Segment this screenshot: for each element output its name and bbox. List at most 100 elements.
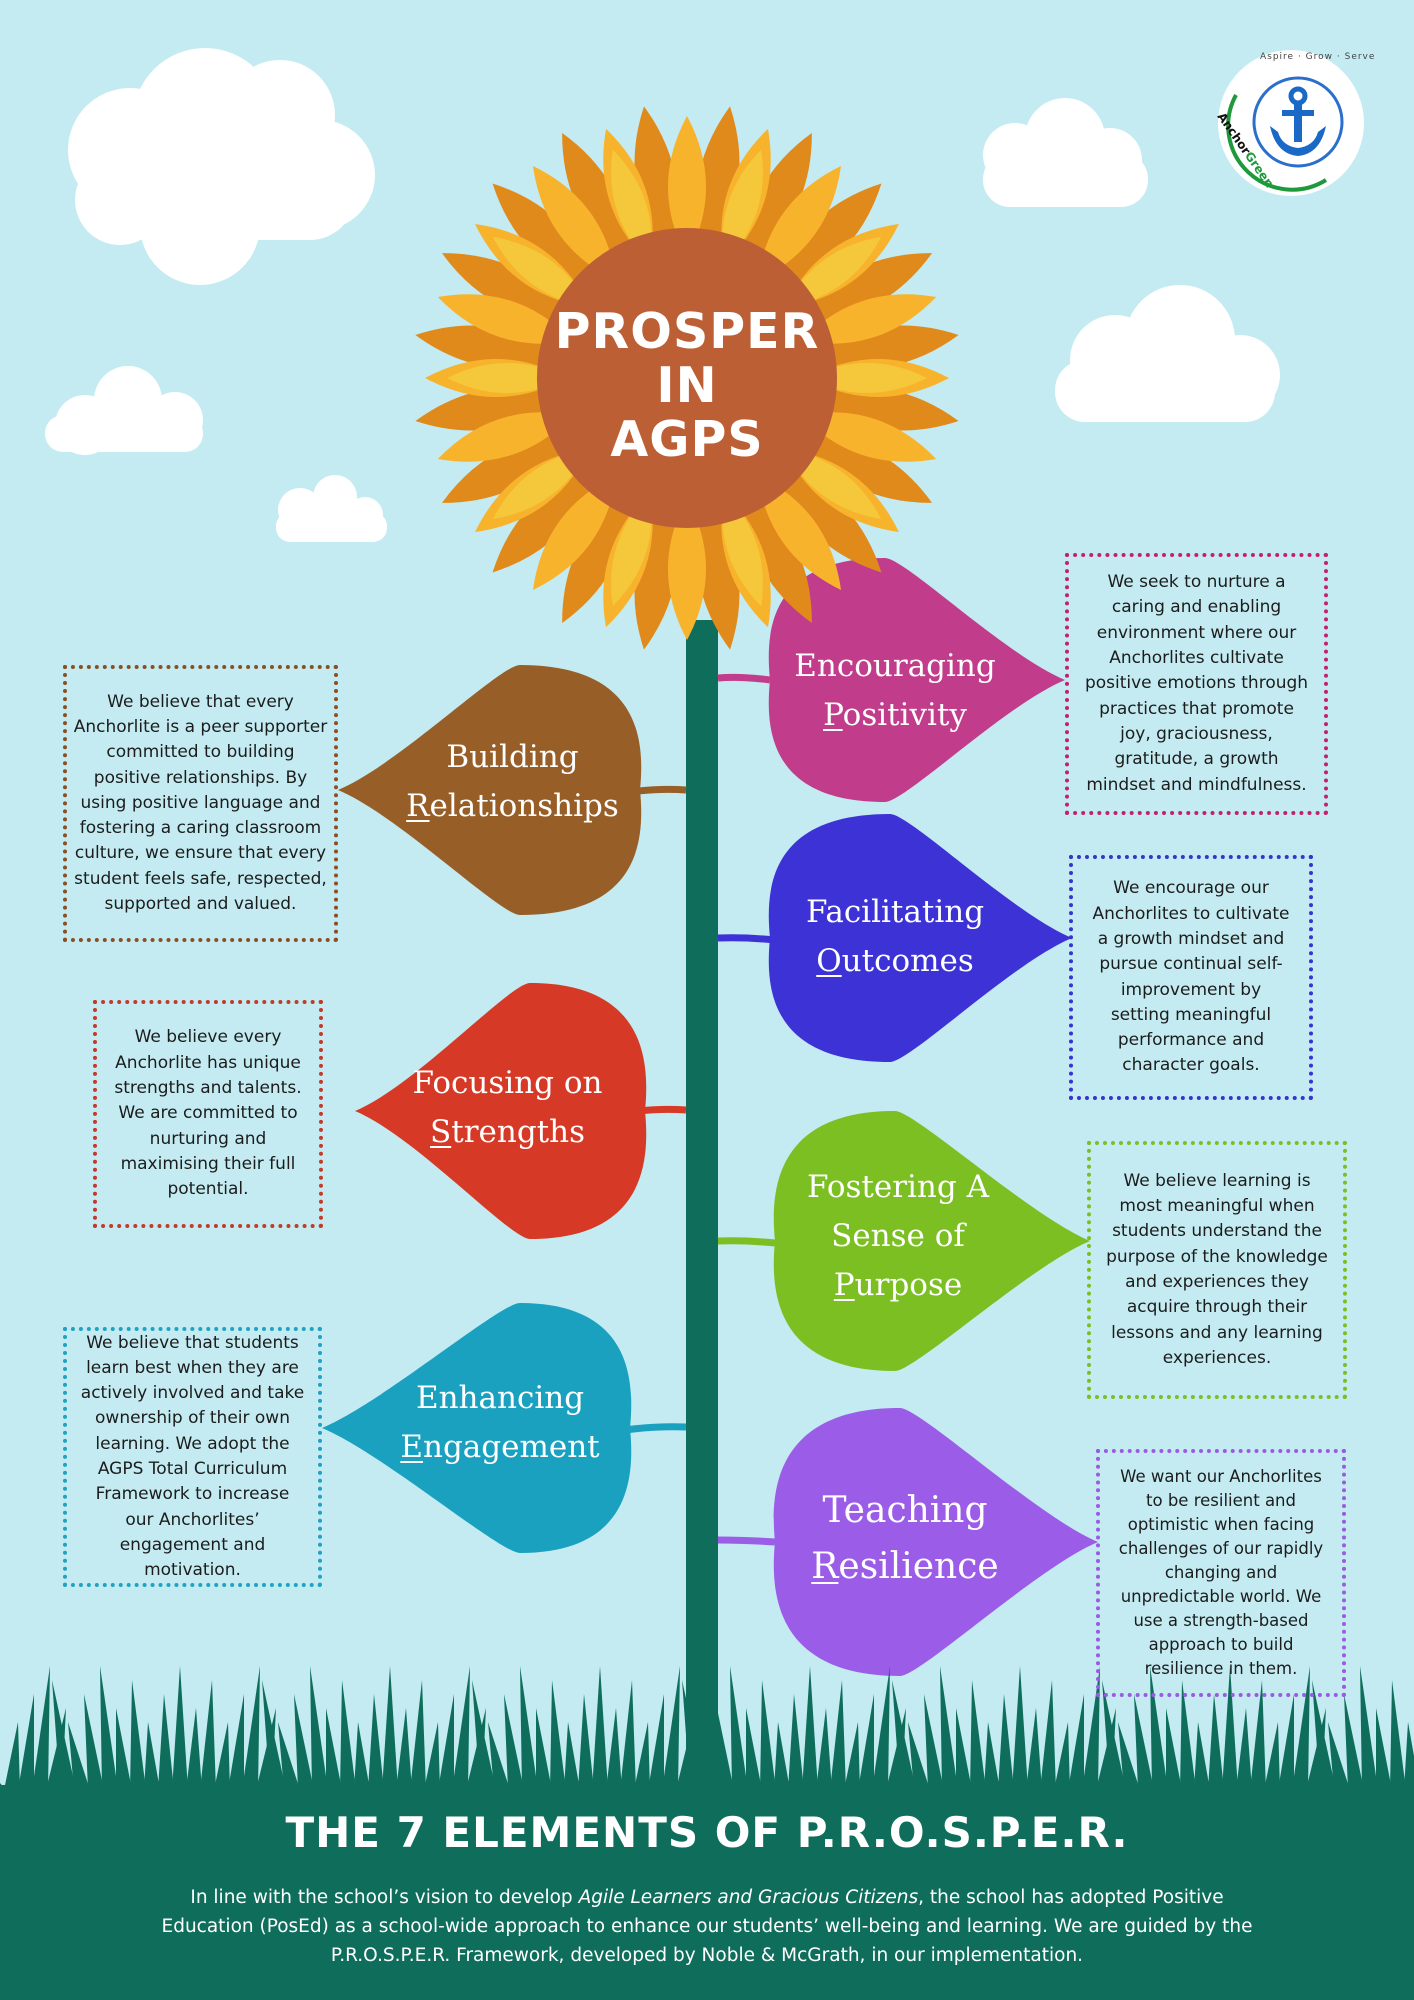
grass-blade — [452, 1666, 470, 1790]
sunflower-petal — [634, 106, 678, 260]
grass-blade — [1328, 1722, 1350, 1790]
leaf-branches — [624, 673, 776, 1546]
leaf-line1: Fostering A — [807, 1169, 989, 1205]
description-teaching-resilience: We want our Anchorlites to be resilient … — [1096, 1449, 1346, 1697]
grass-blade — [1404, 1722, 1414, 1790]
sunflower-petal — [741, 132, 812, 272]
leaf-line1: Teaching — [822, 1490, 988, 1531]
description-text: We believe that students learn best when… — [80, 1332, 305, 1581]
grass-blade — [648, 1694, 664, 1790]
sunflower-petal — [668, 116, 706, 258]
school-logo: Aspire · Grow · Serve AnchorGreen — [1215, 50, 1374, 196]
leaf-line1: Encouraging — [794, 648, 996, 684]
footer-text-after: , the school has adopted Positive Educat… — [161, 1887, 1253, 1966]
description-text: We believe every Anchorlite has unique s… — [114, 1027, 302, 1200]
leaf-first-letter-2: R — [811, 1546, 839, 1587]
grass-blade — [0, 1782, 6, 1790]
sunflower-petal — [492, 462, 603, 573]
grass-blade — [1134, 1694, 1154, 1790]
grass-blade — [592, 1666, 608, 1790]
leaf-label-teaching-resilience: Teaching Resilience — [780, 1483, 1030, 1595]
grass-blade — [368, 1694, 384, 1790]
cloud-right-top — [983, 98, 1148, 207]
grass-blade — [4, 1722, 20, 1790]
grass-blade — [662, 1666, 680, 1790]
sunflower-petal — [696, 496, 740, 650]
anchor-icon — [1270, 86, 1326, 156]
grass-blade — [760, 1680, 776, 1790]
leaf-line1: Enhancing — [415, 1380, 585, 1416]
grass-blade — [1082, 1666, 1100, 1790]
grass-blade — [984, 1722, 1000, 1790]
sunflower-petal — [757, 166, 841, 281]
grass-blade — [844, 1722, 860, 1790]
leaf-line1: uilding — [469, 739, 579, 775]
footer-text-italic: Agile Learners and Gracious Citizens — [578, 1887, 919, 1908]
leaf-enhancing-engagement — [322, 1303, 632, 1553]
center-title-line1: PROSPER — [554, 303, 820, 360]
grass-blade — [1264, 1722, 1280, 1790]
sunflower-petal — [801, 294, 937, 344]
grass-blade — [1250, 1680, 1266, 1790]
leaf-line2: utcomes — [841, 943, 974, 979]
flower-stem — [686, 620, 718, 1860]
sunflower-petal — [668, 498, 706, 640]
leaf-encouraging-positivity — [768, 558, 1065, 802]
sunflower-petal — [793, 432, 933, 503]
grass-blade — [682, 1680, 706, 1790]
leaf-line2: trengths — [451, 1114, 585, 1150]
description-text: We want our Anchorlites to be resilient … — [1118, 1467, 1324, 1678]
grass-blade — [892, 1680, 916, 1790]
leaf-line-mid: Sense of — [831, 1218, 965, 1254]
grass-blade — [788, 1694, 804, 1790]
footer-text: In line with the school’s vision to deve… — [160, 1883, 1254, 1970]
center-title-line3: AGPS — [610, 411, 764, 468]
sunflower-petal — [533, 475, 617, 590]
cloud-right-mid — [1055, 285, 1280, 422]
sunflower-petal — [437, 294, 573, 344]
grass-blade — [1390, 1680, 1406, 1790]
grass-blade — [340, 1680, 356, 1790]
sunflower-petal — [805, 387, 959, 431]
description-text: We encourage our Anchorlites to cultivat… — [1092, 878, 1290, 1076]
leaf-first-letter-2: P — [823, 697, 843, 733]
grass-blade — [144, 1722, 160, 1790]
description-focusing-on-strengths: We believe every Anchorlite has unique s… — [93, 1000, 323, 1228]
leaf-label-fostering-purpose: Fostering A Sense of Purpose — [778, 1163, 1018, 1310]
grass-blade — [354, 1722, 370, 1790]
grass-blade — [606, 1708, 622, 1790]
sunflower-petal — [757, 475, 841, 590]
grass-blade — [488, 1722, 510, 1790]
leaf-teaching-resilience — [773, 1408, 1098, 1676]
leaf-line2: ositivity — [842, 697, 967, 733]
sunflower-petal — [771, 462, 882, 573]
grass-blade — [1054, 1722, 1070, 1790]
sunflower-petal — [771, 183, 882, 294]
grass-blade — [956, 1708, 972, 1790]
sunflower-petal — [437, 412, 573, 462]
grass-blade — [1026, 1708, 1042, 1790]
sunflower-petal — [793, 253, 933, 324]
sunflower-petal — [441, 432, 581, 503]
grass-blade — [396, 1708, 412, 1790]
sunflower-petal — [696, 106, 740, 260]
leaf-first-letter: B — [446, 739, 470, 775]
grass-blade — [172, 1666, 188, 1790]
description-facilitating-outcomes: We encourage our Anchorlites to cultivat… — [1069, 855, 1313, 1100]
leaf-label-focusing-on-strengths: Focusing on Strengths — [385, 1059, 630, 1157]
grass-blade — [84, 1694, 104, 1790]
grass-blade — [1166, 1708, 1182, 1790]
grass-blade — [1068, 1694, 1084, 1790]
grass-blade — [830, 1680, 846, 1790]
leaf-label-building-relationships: Building Relationships — [380, 733, 645, 831]
grass-blade — [634, 1722, 650, 1790]
grass-blade — [940, 1666, 958, 1790]
grass-blade — [730, 1666, 748, 1790]
description-enhancing-engagement: We believe that students learn best when… — [63, 1327, 322, 1587]
grass-blade — [802, 1666, 818, 1790]
center-title: PROSPER IN AGPS — [537, 305, 837, 467]
grass-blade — [410, 1680, 426, 1790]
grass-blade — [1360, 1666, 1378, 1790]
leaf-first-letter-2: R — [406, 788, 430, 824]
grass-blade — [550, 1680, 566, 1790]
